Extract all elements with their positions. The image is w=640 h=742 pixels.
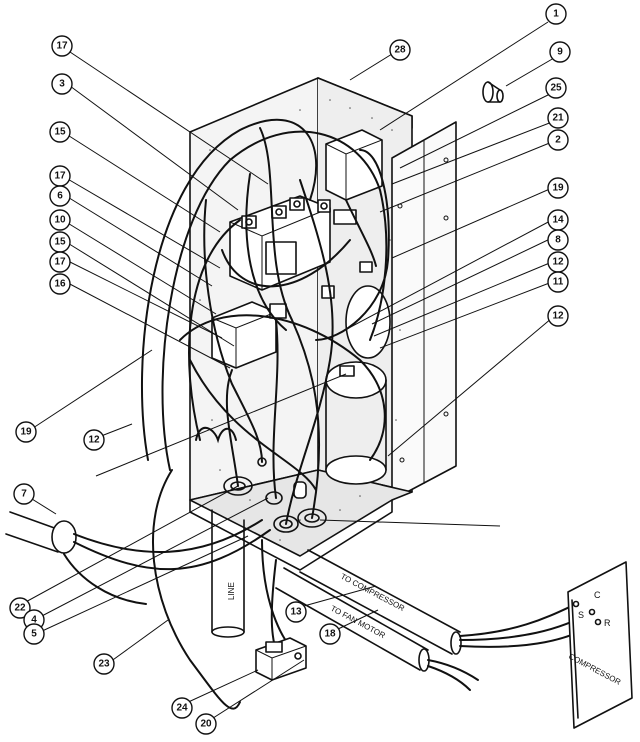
callout-19-right: 19 [547,177,569,199]
callout-11: 11 [547,271,569,293]
internal-wiring [141,118,390,525]
callout-21-text: 21 [552,113,564,124]
callout-18-text: 18 [324,629,336,640]
terminal-c-label: C [594,590,601,600]
callout-9: 9 [549,41,571,63]
callout-21: 21 [547,107,569,129]
line-label: LINE [227,582,236,600]
callout-22: 22 [9,597,31,619]
callout-4-text: 4 [31,615,37,626]
callout-2: 2 [547,129,569,151]
terminal-block [255,637,307,681]
callout-25-text: 25 [550,83,562,94]
terminal-r-label: R [604,618,611,628]
callout-13: 13 [285,601,307,623]
callout-10-text: 10 [54,215,66,226]
callout-12-right-a-text: 12 [552,257,564,268]
callout-15-top: 15 [49,121,71,143]
contactor [229,195,357,291]
callout-15-mid: 15 [49,231,71,253]
capacitors [325,261,391,485]
callout-12-right-b: 12 [547,305,569,327]
fan-motor-conduit: TO FAN MOTOR [275,567,479,691]
callout-12-left: 12 [83,429,105,451]
callout-14-text: 14 [552,215,564,226]
callout-7: 7 [13,483,35,505]
callout-18: 18 [319,623,341,645]
callout-2-text: 2 [555,135,561,146]
callout-11-text: 11 [553,277,564,288]
callout-24-text: 24 [176,703,188,714]
callout-28: 28 [389,39,411,61]
callout-12-right-a: 12 [547,251,569,273]
callout-9-text: 9 [557,47,563,58]
leader-lines [21,21,555,721]
callout-15-mid-text: 15 [54,237,66,248]
callout-12-right-b-text: 12 [552,311,564,322]
callout-19-left: 19 [15,421,37,443]
callout-5-text: 5 [31,629,37,640]
terminal-s-label: S [578,610,584,620]
callout-15-top-text: 15 [54,127,66,138]
relay [325,129,383,201]
callout-8-text: 8 [555,235,561,246]
callout-23-text: 23 [98,659,110,670]
knob-part [482,81,504,103]
callout-8: 8 [547,229,569,251]
callout-7-text: 7 [21,489,27,500]
to-compressor-label: TO COMPRESSOR [339,572,406,613]
callout-19-left-text: 19 [20,427,32,438]
left-cable [5,511,271,605]
callout-20: 20 [195,713,217,735]
callout-16-text: 16 [54,279,66,290]
callout-6-text: 6 [57,191,63,202]
callout-17-top: 17 [51,35,73,57]
callout-28-text: 28 [394,45,406,56]
callout-12-left-text: 12 [88,435,100,446]
callout-10: 10 [49,209,71,231]
callout-14: 14 [547,209,569,231]
callout-3-text: 3 [59,79,65,90]
callout-13-text: 13 [290,607,302,618]
line-conduit: LINE [211,509,245,638]
callout-24: 24 [171,697,193,719]
callout-23: 23 [93,653,115,675]
callout-3: 3 [51,73,73,95]
callout-17-low-text: 17 [54,257,66,268]
callout-17-mid: 17 [49,165,71,187]
callout-19-right-text: 19 [552,183,564,194]
callout-5: 5 [23,623,45,645]
callout-6: 6 [49,185,71,207]
callout-1-text: 1 [553,9,559,20]
callout-17-mid-text: 17 [54,171,66,182]
callout-25: 25 [545,77,567,99]
compressor-terminal-plate: S C R COMPRESSOR [567,561,633,729]
callout-1: 1 [545,3,567,25]
callout-22-text: 22 [14,603,26,614]
callout-17-low: 17 [49,251,71,273]
callout-20-text: 20 [200,719,212,730]
callout-17-top-text: 17 [56,41,68,52]
callout-16: 16 [49,273,71,295]
